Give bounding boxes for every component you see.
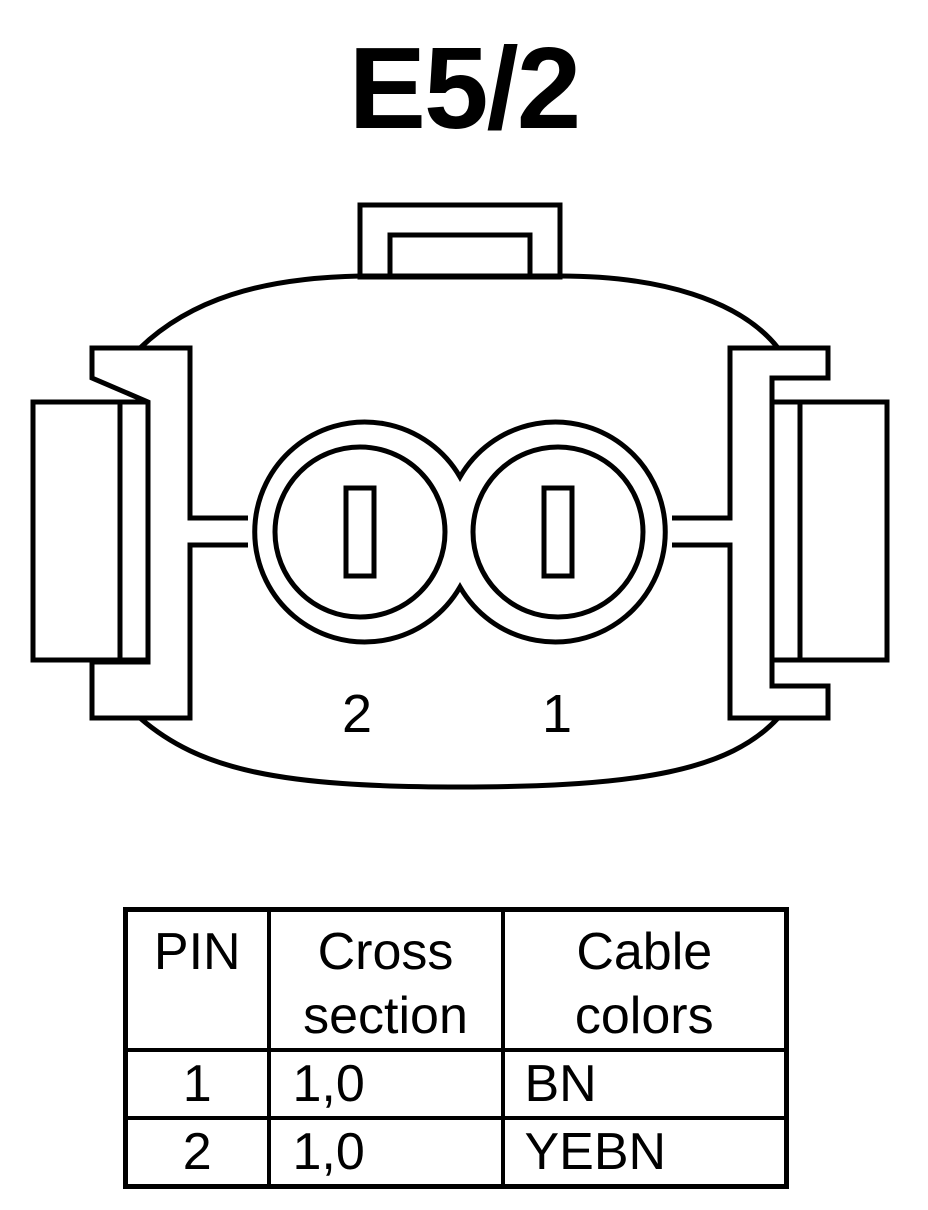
left-tab	[30, 399, 123, 663]
pin-assignment-table: PIN Cross section Cable colors 1 1,0 BN …	[123, 907, 789, 1189]
header-cross-section-line-2: section	[303, 987, 468, 1045]
cavity-outline	[252, 419, 668, 645]
row-2-cross-section: 1,0	[266, 1116, 505, 1189]
pin-label-2: 2	[342, 684, 372, 744]
cavity-1	[470, 444, 646, 620]
row-1-pin: 1	[123, 1048, 271, 1120]
header-cable-colors: Cable colors	[500, 907, 789, 1052]
top-latch	[357, 202, 563, 280]
pin-1-terminal	[541, 485, 575, 579]
pin-label-1: 1	[542, 684, 572, 744]
header-cable-colors-line-2: colors	[574, 987, 714, 1045]
header-pin: PIN	[123, 907, 271, 1052]
header-cross-section: Cross section	[266, 907, 505, 1052]
table-row: 2 1,0 YEBN	[123, 1116, 789, 1189]
cavity-2	[272, 444, 448, 620]
row-2-pin: 2	[123, 1116, 271, 1189]
header-cable-colors-line-1: Cable	[576, 923, 713, 981]
row-1-cross-section: 1,0	[266, 1048, 505, 1120]
row-2-cable-color: YEBN	[500, 1116, 789, 1189]
right-tab	[797, 399, 890, 663]
connector-title: E5/2	[348, 23, 582, 153]
connector-housing	[138, 273, 780, 790]
pin-2-terminal	[343, 485, 377, 579]
connector-drawing: 2 1	[30, 202, 890, 790]
right-bracket	[672, 345, 831, 721]
table-row: 1 1,0 BN	[123, 1048, 789, 1120]
header-cross-section-line-1: Cross	[317, 923, 454, 981]
table-header-row: PIN Cross section Cable colors	[123, 907, 789, 1052]
row-1-cable-color: BN	[500, 1048, 789, 1120]
